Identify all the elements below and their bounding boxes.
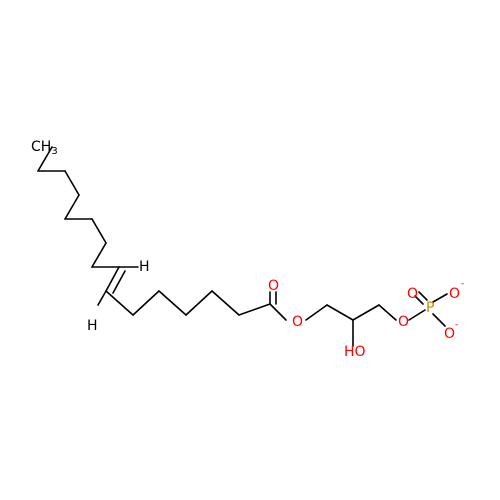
bond-ester-o-c bbox=[305, 304, 328, 321]
alkene-h-top-label: H bbox=[139, 259, 150, 275]
bond-c11-c12 bbox=[105, 290, 134, 316]
ester-oxygen-label: O bbox=[292, 314, 303, 330]
ester-group bbox=[269, 291, 328, 321]
bond-glycerol-1-2 bbox=[326, 304, 354, 321]
bond-c4-c5 bbox=[64, 194, 80, 220]
bond-c16-c17 bbox=[238, 303, 271, 316]
bond-alkene-h-bottom bbox=[97, 290, 107, 306]
bond-glycerol-2-3 bbox=[352, 304, 380, 321]
bond-alkene-double-1 bbox=[105, 266, 120, 292]
bond-carbonyl-ester bbox=[269, 303, 287, 321]
phosphate-bottom-oxygen-label: O bbox=[444, 326, 455, 342]
bond-c1-c2 bbox=[37, 146, 53, 172]
bond-c12-c13 bbox=[132, 290, 160, 316]
bond-o-p bbox=[408, 309, 426, 321]
bond-c14-c15 bbox=[185, 290, 213, 316]
phosphate-double-oxygen-label: O bbox=[407, 286, 418, 302]
atom-labels: CH3 H H O O HO O P O O - O - bbox=[31, 139, 464, 360]
bond-c13-c14 bbox=[158, 290, 187, 316]
alkene-h-bottom-label: H bbox=[87, 318, 98, 334]
phosphate-top-oxygen-label: O bbox=[449, 286, 460, 302]
phosphorus-label: P bbox=[426, 300, 434, 316]
phosphate-top-charge: - bbox=[461, 279, 464, 289]
carbonyl-oxygen-label: O bbox=[268, 278, 279, 294]
phosphate-bottom-charge: - bbox=[455, 320, 458, 330]
phosphate-ester-oxygen-label: O bbox=[398, 314, 409, 330]
methyl-label: CH3 bbox=[31, 139, 58, 157]
bond-glycerol-3-o bbox=[378, 304, 397, 321]
bond-alkene-double-2 bbox=[112, 270, 126, 294]
hydroxyl-label: HO bbox=[344, 344, 366, 360]
bond-p-o-bottom bbox=[432, 313, 446, 327]
bond-c3-c4 bbox=[64, 170, 80, 196]
bond-p-o-top bbox=[432, 293, 448, 303]
glycerol-phosphate bbox=[326, 291, 448, 347]
acyl-chain bbox=[105, 290, 271, 316]
bond-c7-c8 bbox=[91, 242, 107, 268]
alkene bbox=[97, 266, 139, 306]
alkyl-chain bbox=[37, 146, 120, 268]
bond-c6-c7 bbox=[91, 218, 107, 244]
bond-p-o-double-1 bbox=[414, 295, 424, 305]
bond-c15-c16 bbox=[211, 290, 240, 316]
bond-p-o-double-2 bbox=[418, 291, 428, 301]
